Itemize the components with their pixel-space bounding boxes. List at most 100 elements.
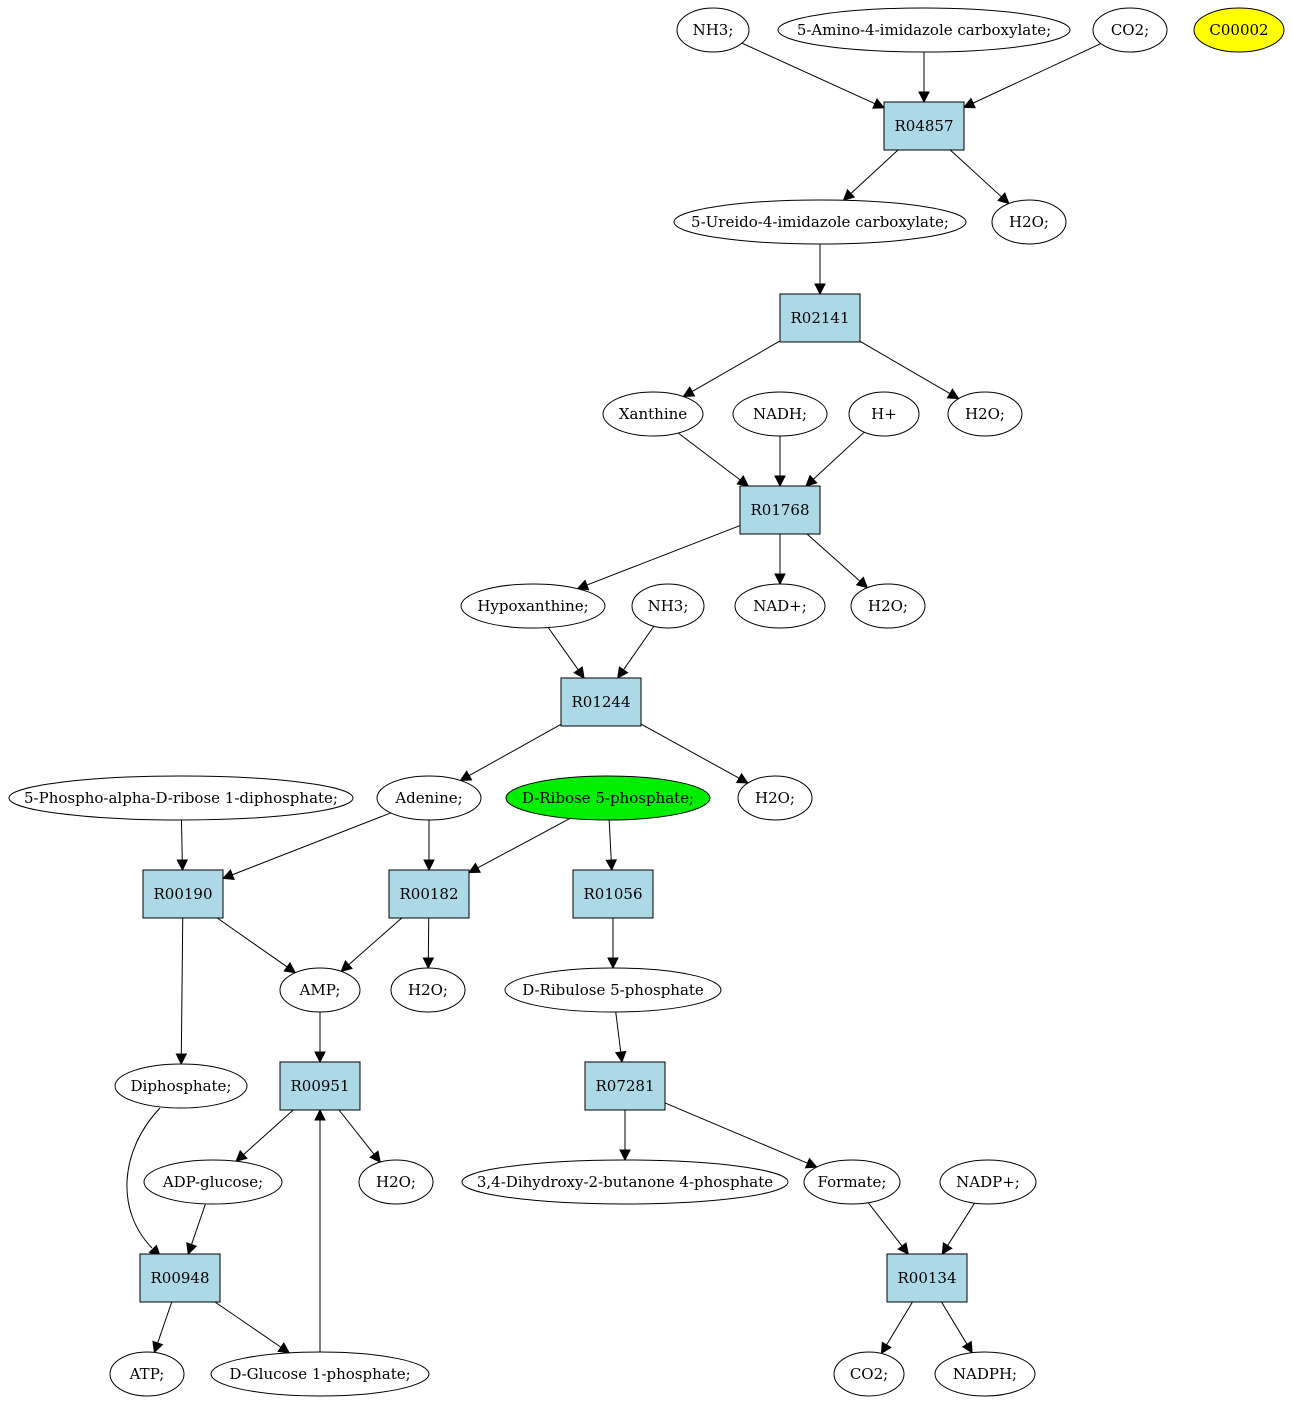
reaction-node[interactable]: R04857	[883, 101, 965, 151]
edge-c_uic-to-r_R02141	[814, 244, 826, 296]
compound-node[interactable]: NADP+;	[939, 1159, 1037, 1205]
compound-node[interactable]: NH3;	[631, 583, 705, 629]
edges-layer	[126, 42, 1102, 1355]
edge-r_R00134-to-c_nadph	[941, 1301, 973, 1354]
arrowhead	[340, 960, 353, 973]
edge-c_ru5p-to-r_R07281	[614, 1011, 627, 1064]
edge-line	[941, 1301, 968, 1345]
arrowhead	[459, 770, 473, 782]
compound-ellipse	[210, 1351, 430, 1397]
edge-r_R02141-to-c_xanthine	[682, 340, 781, 398]
node-label: R02141	[790, 309, 849, 327]
reaction-node[interactable]: R00182	[388, 869, 470, 919]
compound-node[interactable]: H2O;	[991, 199, 1067, 245]
compound-ellipse	[803, 1159, 901, 1205]
arrowhead	[605, 859, 618, 872]
reaction-node[interactable]: R01056	[572, 869, 654, 919]
compound-node[interactable]: NADH;	[732, 391, 828, 437]
reaction-node[interactable]: R00951	[279, 1061, 361, 1111]
node-label: H2O;	[965, 405, 1005, 423]
compound-node[interactable]: Formate;	[803, 1159, 901, 1205]
compound-ellipse	[279, 967, 361, 1013]
node-label: R07281	[595, 1077, 654, 1095]
edge-r_R01244-to-c_h2o_d	[640, 723, 749, 784]
compound-node[interactable]: C00002	[1193, 7, 1285, 53]
node-label: Formate;	[818, 1173, 887, 1191]
edge-line	[586, 525, 741, 586]
compound-node[interactable]: H2O;	[947, 391, 1023, 437]
compound-node[interactable]: 3,4-Dihydroxy-2-butanone 4-phosphate	[461, 1159, 789, 1205]
compound-ellipse	[934, 1351, 1036, 1397]
node-label: NADH;	[753, 405, 807, 423]
node-label: H+	[871, 405, 897, 423]
compound-node[interactable]: H2O;	[390, 967, 466, 1013]
edge-r_R00190-to-c_amp	[216, 917, 297, 974]
edge-line	[338, 1109, 375, 1155]
reaction-box	[779, 293, 861, 343]
node-label: NADPH;	[953, 1365, 1017, 1383]
edge-r_R01768-to-c_h2o_c	[806, 533, 869, 589]
compound-node[interactable]: Adenine;	[376, 775, 482, 821]
compound-ellipse	[376, 775, 482, 821]
reaction-box	[584, 1061, 666, 1111]
edge-line	[214, 1301, 282, 1348]
compound-node[interactable]: NADPH;	[934, 1351, 1036, 1397]
compound-node[interactable]: AMP;	[279, 967, 361, 1013]
compound-ellipse	[939, 1159, 1037, 1205]
compound-node[interactable]: H+	[848, 391, 920, 437]
reaction-box	[560, 677, 642, 727]
arrowhead	[607, 957, 619, 970]
compound-node[interactable]: CO2;	[833, 1351, 905, 1397]
compound-node[interactable]: 5-Ureido-4-imidazole carboxylate;	[673, 199, 967, 245]
reaction-box	[139, 1253, 221, 1303]
compound-node[interactable]: Xanthine	[602, 391, 704, 437]
compound-node[interactable]: D-Ribulose 5-phosphate	[504, 967, 722, 1013]
edge-r_R04857-to-c_uic	[842, 149, 899, 202]
reaction-node[interactable]: R01768	[739, 485, 821, 535]
compound-node[interactable]: NH3;	[676, 7, 750, 53]
node-label: NADP+;	[956, 1173, 1020, 1191]
edge-r_R02141-to-c_h2o_b	[859, 340, 960, 400]
edge-c_amp-to-r_R00951	[314, 1012, 326, 1064]
edge-line	[180, 819, 183, 861]
node-label: ATP;	[129, 1365, 165, 1383]
compound-ellipse	[732, 391, 828, 437]
edge-line	[640, 723, 740, 779]
reaction-node[interactable]: R00190	[142, 869, 224, 919]
edge-line	[859, 340, 951, 395]
reaction-node[interactable]: R00134	[886, 1253, 968, 1303]
node-label: 3,4-Dihydroxy-2-butanone 4-phosphate	[477, 1173, 773, 1191]
node-label: R01056	[583, 885, 642, 903]
compound-node[interactable]: H2O;	[737, 775, 813, 821]
edge-line	[623, 625, 655, 671]
edge-line	[947, 1202, 976, 1246]
arrowhead	[855, 576, 869, 589]
reaction-node[interactable]: R02141	[779, 293, 861, 343]
compound-ellipse	[358, 1159, 434, 1205]
compound-node[interactable]: ATP;	[109, 1351, 185, 1397]
compound-node[interactable]: D-Glucose 1-phosphate;	[210, 1351, 430, 1397]
compound-node[interactable]: H2O;	[358, 1159, 434, 1205]
node-label: D-Ribulose 5-phosphate	[522, 981, 704, 999]
compound-node[interactable]: 5-Amino-4-imidazole carboxylate;	[777, 7, 1071, 53]
compound-node[interactable]: D-Ribose 5-phosphate;	[505, 775, 711, 821]
edge-r_R00134-to-c_co2_b	[880, 1301, 913, 1355]
compound-node[interactable]: ADP-glucose;	[143, 1159, 283, 1205]
arrowhead	[897, 1242, 909, 1255]
compound-node[interactable]: Hypoxanthine;	[460, 583, 606, 629]
reaction-node[interactable]: R00948	[139, 1253, 221, 1303]
reaction-node[interactable]: R07281	[584, 1061, 666, 1111]
compound-node[interactable]: Diphosphate;	[114, 1063, 248, 1109]
edge-c_adenine-to-r_R00182	[423, 820, 435, 872]
compound-ellipse	[991, 199, 1067, 245]
reaction-node[interactable]: R01244	[560, 677, 642, 727]
compound-node[interactable]: CO2;	[1092, 7, 1168, 53]
edge-r_R07281-to-c_dhbp	[619, 1110, 631, 1162]
reaction-box	[886, 1253, 968, 1303]
compound-ellipse	[631, 583, 705, 629]
compound-node[interactable]: 5-Phospho-alpha-D-ribose 1-diphosphate;	[8, 775, 354, 821]
compound-node[interactable]: H2O;	[850, 583, 926, 629]
reaction-box	[279, 1061, 361, 1111]
compound-node[interactable]: NAD+;	[734, 583, 826, 629]
compound-ellipse	[673, 199, 967, 245]
